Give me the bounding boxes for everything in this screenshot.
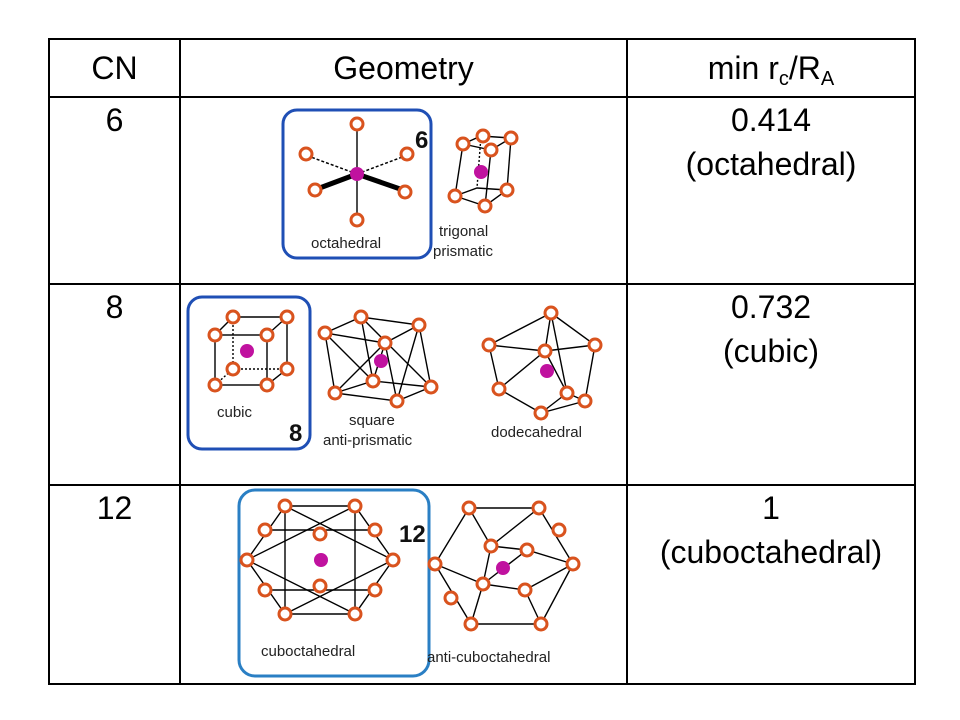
header-geometry: Geometry <box>179 38 628 98</box>
cuboctahedral-label: cuboctahedral <box>261 643 355 660</box>
atom <box>349 116 365 132</box>
cn-cell: 6 <box>48 96 181 285</box>
ratio-mid: /R <box>788 50 821 86</box>
dodecahedral-label: dodecahedral <box>491 424 582 441</box>
atom <box>397 184 413 200</box>
value-cell: 1 (cuboctahedral) <box>626 484 916 685</box>
highlight-box <box>186 295 312 451</box>
ratio-prefix: min r <box>707 50 779 86</box>
anti-prismatic-label: anti-prismatic <box>323 432 413 449</box>
geometry-note: (cuboctahedral) <box>659 534 883 570</box>
value-cell: 0.732 (cubic) <box>626 283 916 486</box>
atom <box>399 146 415 162</box>
octahedral-label: octahedral <box>311 235 381 252</box>
header-ratio: min rc/RA <box>626 38 916 98</box>
ratio-value: 1 <box>762 490 780 526</box>
ratio-value: 0.414 <box>730 102 812 138</box>
prismatic-label: prismatic <box>433 243 494 260</box>
atom <box>298 146 314 162</box>
ratio-sub-c: c <box>778 68 789 90</box>
header-row: CN Geometry min rc/RA <box>48 38 916 98</box>
cn-number-label: 12 <box>399 521 426 548</box>
square-label: square <box>349 412 395 429</box>
geometry-note: (cubic) <box>722 333 819 369</box>
geometry-cell: cuboctahedral 12 <box>179 484 628 685</box>
table-row: 12 cuboctahedral 1 <box>48 484 916 685</box>
atom <box>349 212 365 228</box>
cn12-diagram: cuboctahedral 12 <box>237 488 581 678</box>
value-cell: 0.414 (octahedral) <box>626 96 916 285</box>
trigonal-label: trigonal <box>439 223 488 240</box>
geometry-cell: 6 octahedral trigon <box>179 96 628 285</box>
geometry-cell: cubic 8 square anti-prismatic <box>179 283 628 486</box>
ratio-value: 0.732 <box>730 289 812 325</box>
table-row: 6 6 octahedral <box>48 96 916 285</box>
cn-number-label: 6 <box>415 127 428 154</box>
cn-cell: 8 <box>48 283 181 486</box>
cubic-label: cubic <box>217 404 253 421</box>
table-row: 8 cubic 8 <box>48 283 916 486</box>
center-atom <box>350 167 364 181</box>
coordination-table: CN Geometry min rc/RA 6 <box>48 38 916 685</box>
cn-number-label: 8 <box>289 420 302 447</box>
highlight-box <box>281 108 433 260</box>
ratio-sub-a: A <box>820 68 835 90</box>
header-cn: CN <box>48 38 181 98</box>
cn-cell: 12 <box>48 484 181 685</box>
cn6-diagram: 6 octahedral trigon <box>281 108 519 260</box>
atom <box>307 182 323 198</box>
anti-cuboctahedral-label: anti-cuboctahedral <box>427 649 550 666</box>
highlight-box <box>237 488 431 678</box>
geometry-note: (octahedral) <box>685 146 857 182</box>
cn8-diagram: cubic 8 square anti-prismatic <box>186 295 603 451</box>
